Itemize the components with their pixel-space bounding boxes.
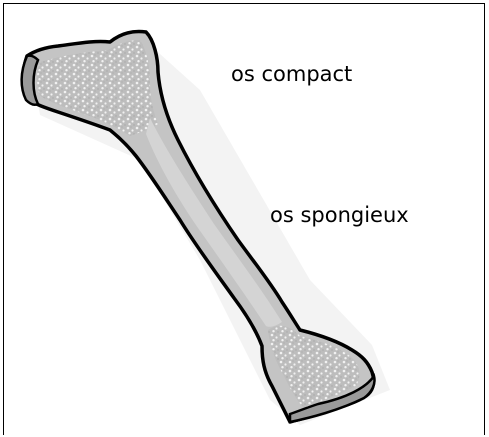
label-os-spongieux: os spongieux [270,205,409,226]
label-os-compact: os compact [231,64,352,85]
